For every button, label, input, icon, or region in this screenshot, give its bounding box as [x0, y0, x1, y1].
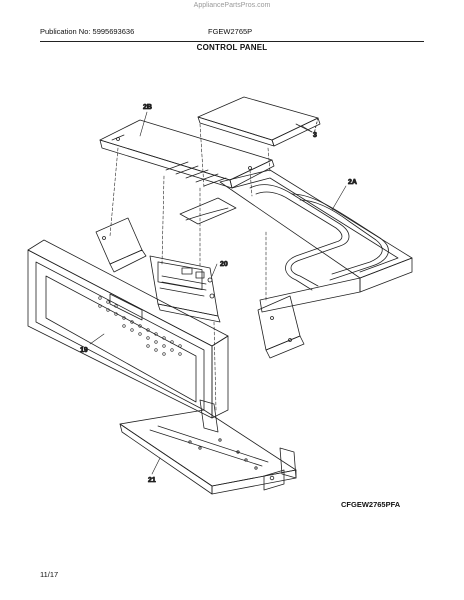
callout-19: 19	[80, 347, 88, 354]
diagram-code: CFGEW2765PFA	[341, 500, 401, 509]
section-title: CONTROL PANEL	[196, 43, 268, 52]
part-20-control-board[interactable]	[149, 255, 221, 323]
callout-2b: 2B	[143, 104, 152, 111]
callout-20: 20	[220, 261, 228, 268]
leader-lines	[89, 111, 347, 475]
page-number: 11/17	[40, 570, 59, 579]
model-number: FGEW2765P	[208, 27, 253, 36]
part-19-front-panel[interactable]	[27, 239, 229, 419]
watermark-text: AppliancePartsPros.com	[193, 2, 271, 9]
part-21-lower-bracket[interactable]	[119, 399, 297, 495]
alignment-lines	[109, 123, 271, 411]
part-3-cover-panel[interactable]	[197, 96, 321, 147]
callout-2a: 2A	[348, 179, 357, 186]
header-divider	[40, 41, 424, 42]
callout-21: 21	[148, 477, 156, 484]
part-2b-trim-bracket[interactable]	[99, 119, 275, 189]
part-2a-frame[interactable]	[95, 169, 413, 359]
publication-number: Publication No: 5995693636	[40, 27, 135, 36]
callout-3: 3	[313, 132, 317, 139]
